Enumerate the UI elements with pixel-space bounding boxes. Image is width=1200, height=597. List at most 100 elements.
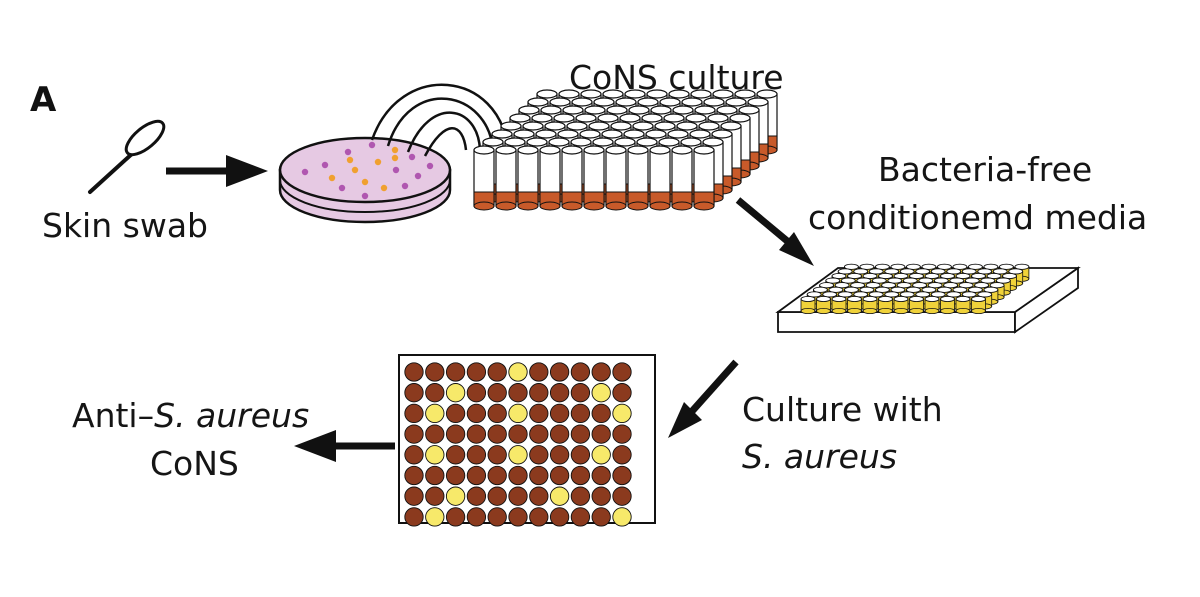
colony xyxy=(392,166,400,174)
inhibited-well xyxy=(425,507,445,527)
growth-well xyxy=(445,465,466,486)
growth-well xyxy=(466,465,487,486)
media-well xyxy=(800,295,816,314)
colony xyxy=(301,168,309,176)
growth-well xyxy=(612,445,632,465)
growth-well xyxy=(487,507,507,527)
colony xyxy=(328,174,336,182)
label-skin-swab: Skin swab xyxy=(42,206,208,245)
growth-well xyxy=(570,383,591,403)
label-result-line2: CoNS xyxy=(150,444,239,483)
growth-well xyxy=(404,486,424,506)
growth-well xyxy=(466,507,487,527)
growth-well xyxy=(591,507,611,527)
growth-well xyxy=(570,362,591,382)
growth-well xyxy=(591,465,611,486)
arrow-swab-to-plate xyxy=(166,155,268,187)
growth-well xyxy=(425,362,445,382)
growth-well xyxy=(425,465,445,486)
inhibited-well xyxy=(508,362,528,382)
growth-well xyxy=(425,424,445,444)
growth-well xyxy=(570,507,591,527)
growth-well xyxy=(529,465,549,486)
growth-well xyxy=(591,424,611,444)
growth-well xyxy=(529,507,549,527)
swab-icon xyxy=(88,119,166,194)
arrow-assay-to-result xyxy=(294,430,395,462)
inhibited-well xyxy=(445,383,466,403)
growth-well xyxy=(570,445,591,465)
media-well xyxy=(909,295,924,314)
colony xyxy=(368,141,376,149)
label-result-line1: Anti–S. aureus xyxy=(72,396,309,436)
colony xyxy=(408,153,416,161)
growth-well xyxy=(612,424,632,444)
culture-tube xyxy=(473,145,495,211)
colony xyxy=(346,156,354,164)
growth-well xyxy=(549,383,570,403)
growth-well xyxy=(445,507,466,527)
growth-well xyxy=(404,403,424,424)
culture-tube xyxy=(693,145,715,211)
growth-well xyxy=(487,403,507,424)
colony xyxy=(426,162,434,170)
label-cons-culture: CoNS culture xyxy=(569,58,784,97)
growth-well xyxy=(612,362,632,382)
growth-well xyxy=(445,445,466,465)
growth-well xyxy=(591,403,611,424)
growth-well xyxy=(404,465,424,486)
inhibited-well xyxy=(591,445,611,465)
growth-well xyxy=(466,445,487,465)
colony xyxy=(391,154,399,162)
growth-well xyxy=(529,362,549,382)
media-well xyxy=(940,295,955,314)
growth-well xyxy=(466,383,487,403)
growth-well xyxy=(487,383,507,403)
inhibited-well xyxy=(591,383,611,403)
growth-well xyxy=(404,424,424,444)
growth-well xyxy=(612,486,632,506)
growth-well xyxy=(487,465,507,486)
growth-well xyxy=(549,403,570,424)
growth-well xyxy=(529,445,549,465)
label-conditioned-media-line2: conditionemd media xyxy=(808,198,1148,237)
growth-well xyxy=(404,445,424,465)
growth-well xyxy=(570,465,591,486)
culture-tube xyxy=(649,145,671,211)
culture-tube xyxy=(517,145,539,211)
growth-well xyxy=(549,362,570,382)
growth-well xyxy=(487,424,507,444)
inhibited-well xyxy=(508,445,528,465)
petri-dish xyxy=(278,136,452,224)
growth-well xyxy=(612,465,632,486)
conditioned-media-plate xyxy=(775,263,1081,334)
colony xyxy=(321,161,329,169)
growth-well xyxy=(487,362,507,382)
arrow-media-to-assay xyxy=(668,359,739,438)
growth-well xyxy=(445,424,466,444)
petri-dish-rim xyxy=(279,179,451,213)
colony xyxy=(344,148,352,156)
inhibited-well xyxy=(612,403,632,424)
culture-tube xyxy=(583,145,605,211)
label-culture-with: Culture with xyxy=(742,390,943,429)
label-result-prefix: Anti– xyxy=(72,396,155,435)
colony xyxy=(380,184,388,192)
culture-tube xyxy=(539,145,561,211)
growth-well xyxy=(404,383,424,403)
inhibited-well xyxy=(425,445,445,465)
growth-well xyxy=(445,362,466,382)
growth-well xyxy=(425,383,445,403)
culture-tube xyxy=(495,145,517,211)
colony xyxy=(391,146,399,154)
growth-well xyxy=(612,383,632,403)
growth-well xyxy=(508,383,528,403)
growth-well xyxy=(508,507,528,527)
growth-well xyxy=(549,507,570,527)
growth-well xyxy=(487,445,507,465)
media-well xyxy=(893,295,909,314)
growth-well xyxy=(591,362,611,382)
growth-well xyxy=(591,486,611,506)
media-well xyxy=(878,295,893,314)
panel-letter: A xyxy=(30,80,57,120)
